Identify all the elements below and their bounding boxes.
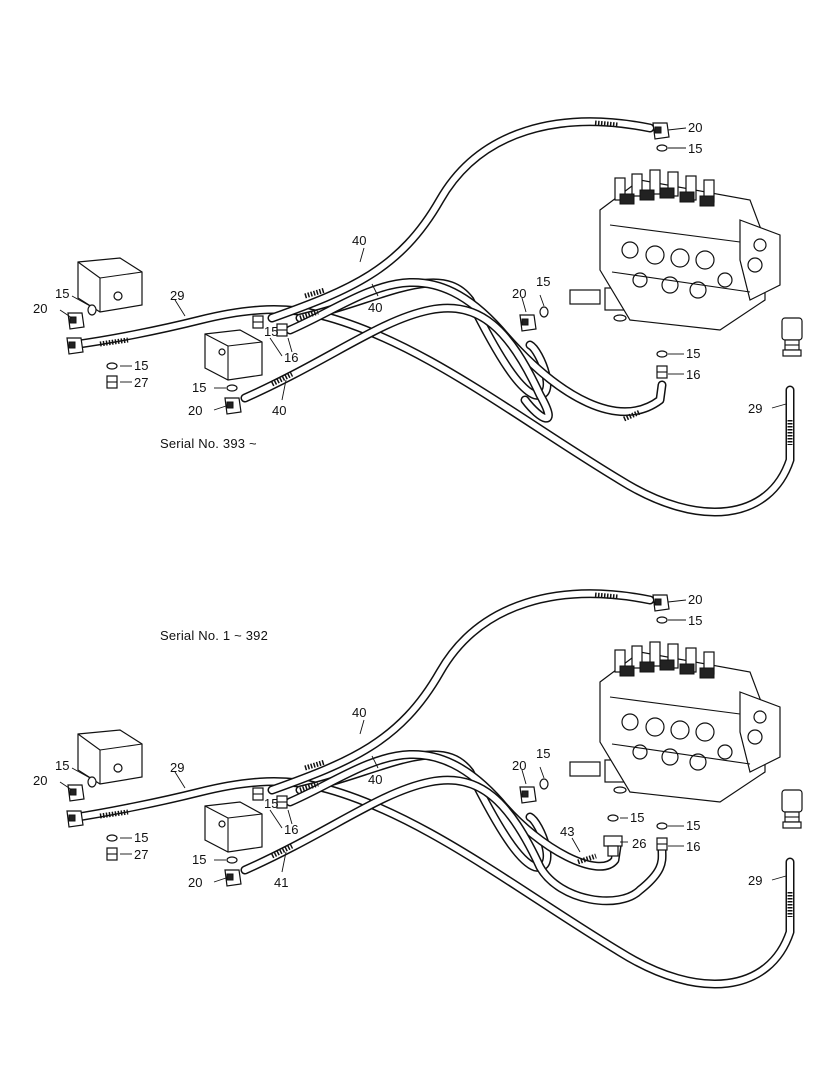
lower-label-16-valve: 16: [686, 839, 700, 854]
lower-elbow-20-top: [652, 594, 670, 612]
upper-adapter-16-a: [252, 315, 264, 329]
upper-label-40-top: 40: [352, 233, 366, 248]
lower-oring-15-top: [656, 616, 668, 624]
lower-label-15-top: 15: [688, 613, 702, 628]
lower-diagram: 20 15 15 16 15 26 43 15 20 40 40 41 29 2…: [33, 589, 803, 989]
upper-mount-block-left: [77, 257, 143, 313]
upper-label-15-lower: 15: [192, 380, 206, 395]
lower-elbow-left-hose: [66, 810, 84, 828]
lower-adapter-16-valve: [656, 837, 668, 851]
upper-label-20-center: 20: [512, 286, 526, 301]
upper-control-valve: [599, 169, 781, 331]
upper-label-15-mid: 15: [264, 324, 278, 339]
upper-label-20-left: 20: [33, 301, 47, 316]
upper-label-29-left: 29: [170, 288, 184, 303]
upper-label-15-plug: 15: [134, 358, 148, 373]
upper-label-29-right: 29: [748, 401, 762, 416]
upper-label-40-lower: 40: [272, 403, 286, 418]
lower-label-15-lower: 15: [192, 852, 206, 867]
lower-adapter-16-b: [276, 795, 288, 809]
upper-adapter-16-valve: [656, 365, 668, 379]
serial-range-lower: Serial No. 1 ~ 392: [160, 628, 269, 643]
upper-elbow-20-valve: [519, 314, 537, 332]
lower-label-41: 41: [274, 875, 288, 890]
upper-hoses: [67, 117, 795, 517]
lower-label-40-mid: 40: [368, 772, 382, 787]
upper-oring-15-lower: [226, 384, 238, 392]
lower-hoses: [67, 589, 795, 989]
lower-adapter-16-a: [252, 787, 264, 801]
lower-oring-15-valve: [539, 778, 549, 790]
upper-label-15-center: 15: [536, 274, 550, 289]
lower-label-29-right: 29: [748, 873, 762, 888]
upper-diagram: 20 15 15 16 15 20 40 40 40 29 29 15 20 1…: [33, 117, 803, 517]
upper-oring-15-bottom: [656, 350, 668, 358]
lower-oring-15-plug: [106, 834, 118, 842]
upper-label-15-left: 15: [55, 286, 69, 301]
lower-label-20-left: 20: [33, 773, 47, 788]
upper-plug-27: [106, 375, 118, 389]
lower-control-valve: [599, 641, 781, 803]
lower-label-15-left: 15: [55, 758, 69, 773]
lower-pressure-sensor: [781, 789, 803, 829]
lower-label-40-top: 40: [352, 705, 366, 720]
lower-label-20-top: 20: [688, 592, 702, 607]
lower-tee-26: [603, 835, 623, 857]
upper-label-40-mid: 40: [368, 300, 382, 315]
lower-oring-15-left: [87, 776, 97, 788]
lower-label-15-valve: 15: [686, 818, 700, 833]
upper-label-20-lower: 20: [188, 403, 202, 418]
upper-elbow-left-hose: [66, 337, 84, 355]
lower-callouts: 20 15 15 16 15 26 43 15 20 40 40 41 29 2…: [33, 592, 762, 890]
upper-label-20-top: 20: [688, 120, 702, 135]
upper-oring-15-left: [87, 304, 97, 316]
lower-elbow-20-lower: [224, 869, 242, 887]
upper-adapter-16-b: [276, 323, 288, 337]
lower-label-15-plug: 15: [134, 830, 148, 845]
upper-oring-15-plug: [106, 362, 118, 370]
lower-label-16-mid: 16: [284, 822, 298, 837]
upper-pressure-sensor: [781, 317, 803, 357]
upper-callouts: 20 15 15 16 15 20 40 40 40 29 29 15 20 1…: [33, 120, 762, 418]
lower-label-15-center: 15: [536, 746, 550, 761]
lower-label-20-lower: 20: [188, 875, 202, 890]
lower-plug-27: [106, 847, 118, 861]
lower-label-20-center: 20: [512, 758, 526, 773]
lower-oring-15-lower: [226, 856, 238, 864]
lower-mount-block-mid: [204, 801, 263, 853]
upper-oring-15-valve: [539, 306, 549, 318]
lower-oring-15-tee: [607, 814, 619, 822]
lower-label-26: 26: [632, 836, 646, 851]
lower-elbow-20-left: [67, 784, 85, 802]
upper-oring-15-top: [656, 144, 668, 152]
lower-mount-block-left: [77, 729, 143, 785]
upper-label-16-mid: 16: [284, 350, 298, 365]
upper-label-27: 27: [134, 375, 148, 390]
lower-label-15-mid: 15: [264, 796, 278, 811]
upper-label-16-valve: 16: [686, 367, 700, 382]
upper-label-15-valve: 15: [686, 346, 700, 361]
upper-elbow-20-lower: [224, 397, 242, 415]
lower-leaders: [59, 599, 787, 883]
upper-elbow-20-left: [67, 312, 85, 330]
lower-label-29-left: 29: [170, 760, 184, 775]
lower-label-43: 43: [560, 824, 574, 839]
lower-elbow-20-valve: [519, 786, 537, 804]
upper-leaders: [59, 127, 787, 411]
upper-elbow-20-top: [652, 122, 670, 140]
serial-range-upper: Serial No. 393 ~: [160, 436, 257, 451]
lower-oring-15-bottom: [656, 822, 668, 830]
lower-label-15-tee: 15: [630, 810, 644, 825]
lower-label-27: 27: [134, 847, 148, 862]
upper-mount-block-mid: [204, 329, 263, 381]
upper-label-15-top: 15: [688, 141, 702, 156]
